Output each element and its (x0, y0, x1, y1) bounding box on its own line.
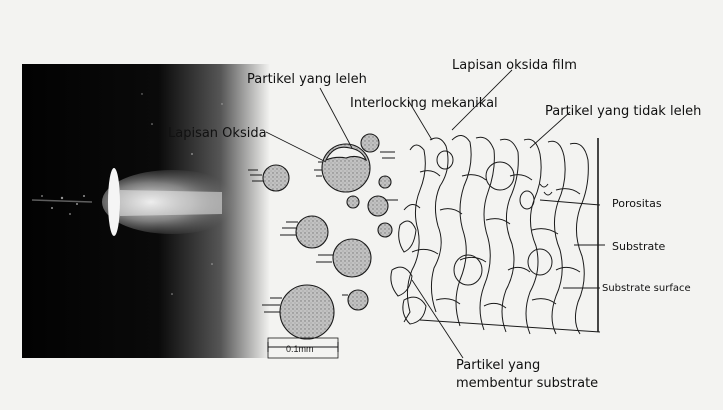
particle-7 (368, 196, 388, 216)
particle-9 (378, 223, 392, 237)
label-lapisan-oksida-film: Lapisan oksida film (452, 58, 577, 73)
particle-4 (280, 285, 334, 339)
scale-label: 0.1mm (286, 344, 314, 354)
particle-11 (379, 176, 391, 188)
label-lapisan-oksida: Lapisan Oksida (168, 126, 267, 141)
particle-8 (347, 196, 359, 208)
particle-6 (361, 134, 379, 152)
label-partikel-tidak-leleh: Partikel yang tidak leleh (545, 104, 701, 119)
particle-2 (296, 216, 328, 248)
label-substrate: Substrate (612, 240, 665, 253)
coating-lamellae (391, 135, 600, 334)
particle-3 (333, 239, 371, 277)
particle-10 (348, 290, 368, 310)
label-partikel-membentur-2: membentur substrate (456, 376, 598, 391)
label-substrate-surface: Substrate surface (602, 283, 691, 294)
label-partikel-leleh: Partikel yang leleh (247, 72, 367, 87)
label-partikel-membentur-1: Partikel yang (456, 358, 540, 373)
label-porositas: Porositas (612, 197, 662, 210)
particle-1 (263, 165, 289, 191)
label-interlocking: Interlocking mekanikal (350, 96, 498, 111)
